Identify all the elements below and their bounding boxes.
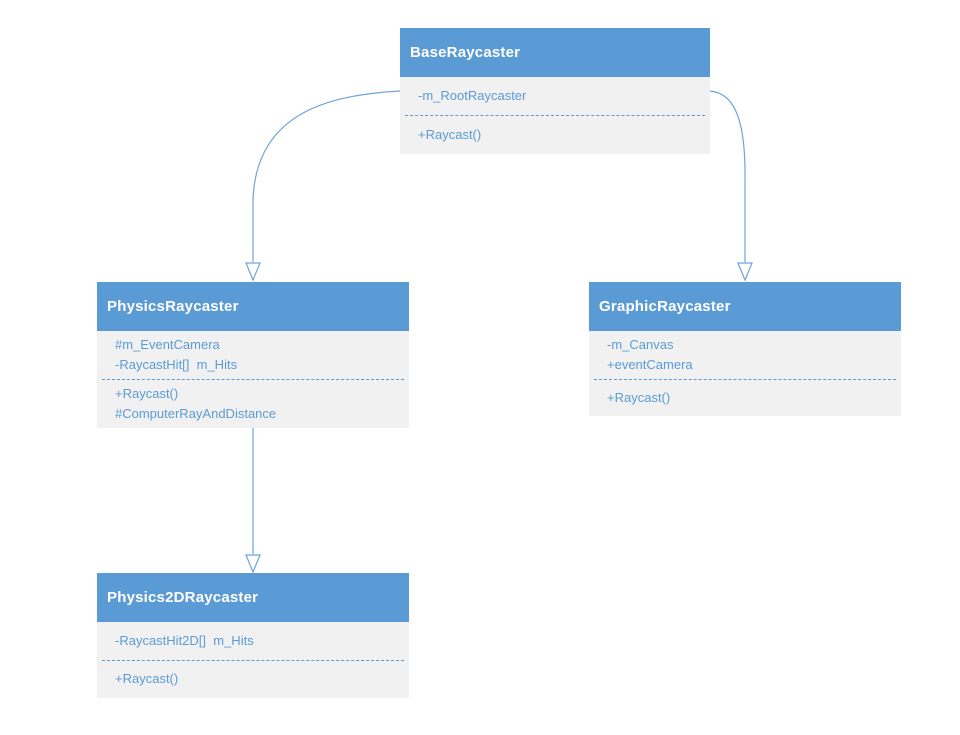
class-title-physics2draycaster[interactable]: Physics2DRaycaster — [97, 573, 409, 622]
method-row[interactable]: +Raycast() — [115, 671, 179, 687]
class-box-graphicraycaster[interactable]: GraphicRaycaster -m_Canvas +eventCamera … — [589, 282, 901, 416]
section-divider — [405, 115, 705, 116]
method-row[interactable]: #ComputerRayAndDistance — [115, 406, 277, 421]
connector-base-to-physics[interactable] — [252, 90, 401, 262]
field-row[interactable]: -RaycastHit[] m_Hits — [115, 357, 238, 372]
fields-section-graphicraycaster: -m_Canvas +eventCamera — [589, 331, 901, 379]
inheritance-arrowhead-graphic — [737, 262, 753, 282]
class-body-physicsraycaster: #m_EventCamera -RaycastHit[] m_Hits +Ray… — [97, 331, 409, 428]
field-row[interactable]: -RaycastHit2D[] m_Hits — [115, 632, 254, 648]
field-row[interactable]: #m_EventCamera — [115, 337, 220, 352]
inheritance-arrowhead-physics — [245, 262, 261, 282]
field-row[interactable]: +eventCamera — [607, 357, 693, 372]
section-divider — [102, 379, 404, 380]
field-row[interactable]: -m_RootRaycaster — [418, 88, 527, 103]
fields-section-baseraycaster: -m_RootRaycaster — [400, 77, 710, 115]
method-row[interactable]: +Raycast() — [418, 127, 482, 142]
inheritance-arrowhead-physics2d — [245, 554, 261, 574]
methods-section-physics2draycaster: +Raycast() — [97, 661, 409, 699]
class-body-baseraycaster: -m_RootRaycaster +Raycast() — [400, 77, 710, 154]
connector-base-to-graphic[interactable] — [709, 90, 746, 262]
methods-section-physicsraycaster: +Raycast() #ComputerRayAndDistance — [97, 380, 409, 428]
method-row[interactable]: +Raycast() — [607, 390, 671, 405]
section-divider — [102, 659, 404, 661]
class-box-baseraycaster[interactable]: BaseRaycaster -m_RootRaycaster +Raycast(… — [400, 28, 710, 154]
section-divider — [594, 379, 896, 380]
class-box-physics2draycaster[interactable]: Physics2DRaycaster -RaycastHit2D[] m_Hit… — [97, 573, 409, 698]
class-body-physics2draycaster: -RaycastHit2D[] m_Hits +Raycast() — [97, 622, 409, 698]
class-body-graphicraycaster: -m_Canvas +eventCamera +Raycast() — [589, 331, 901, 416]
class-title-graphicraycaster[interactable]: GraphicRaycaster — [589, 282, 901, 331]
methods-section-baseraycaster: +Raycast() — [400, 116, 710, 154]
fields-section-physicsraycaster: #m_EventCamera -RaycastHit[] m_Hits — [97, 331, 409, 379]
class-box-physicsraycaster[interactable]: PhysicsRaycaster #m_EventCamera -Raycast… — [97, 282, 409, 428]
class-title-baseraycaster[interactable]: BaseRaycaster — [400, 28, 710, 77]
field-row[interactable]: -m_Canvas — [607, 337, 674, 352]
fields-section-physics2draycaster: -RaycastHit2D[] m_Hits — [97, 622, 409, 660]
method-row[interactable]: +Raycast() — [115, 386, 179, 401]
methods-section-graphicraycaster: +Raycast() — [589, 380, 901, 416]
class-title-physicsraycaster[interactable]: PhysicsRaycaster — [97, 282, 409, 331]
